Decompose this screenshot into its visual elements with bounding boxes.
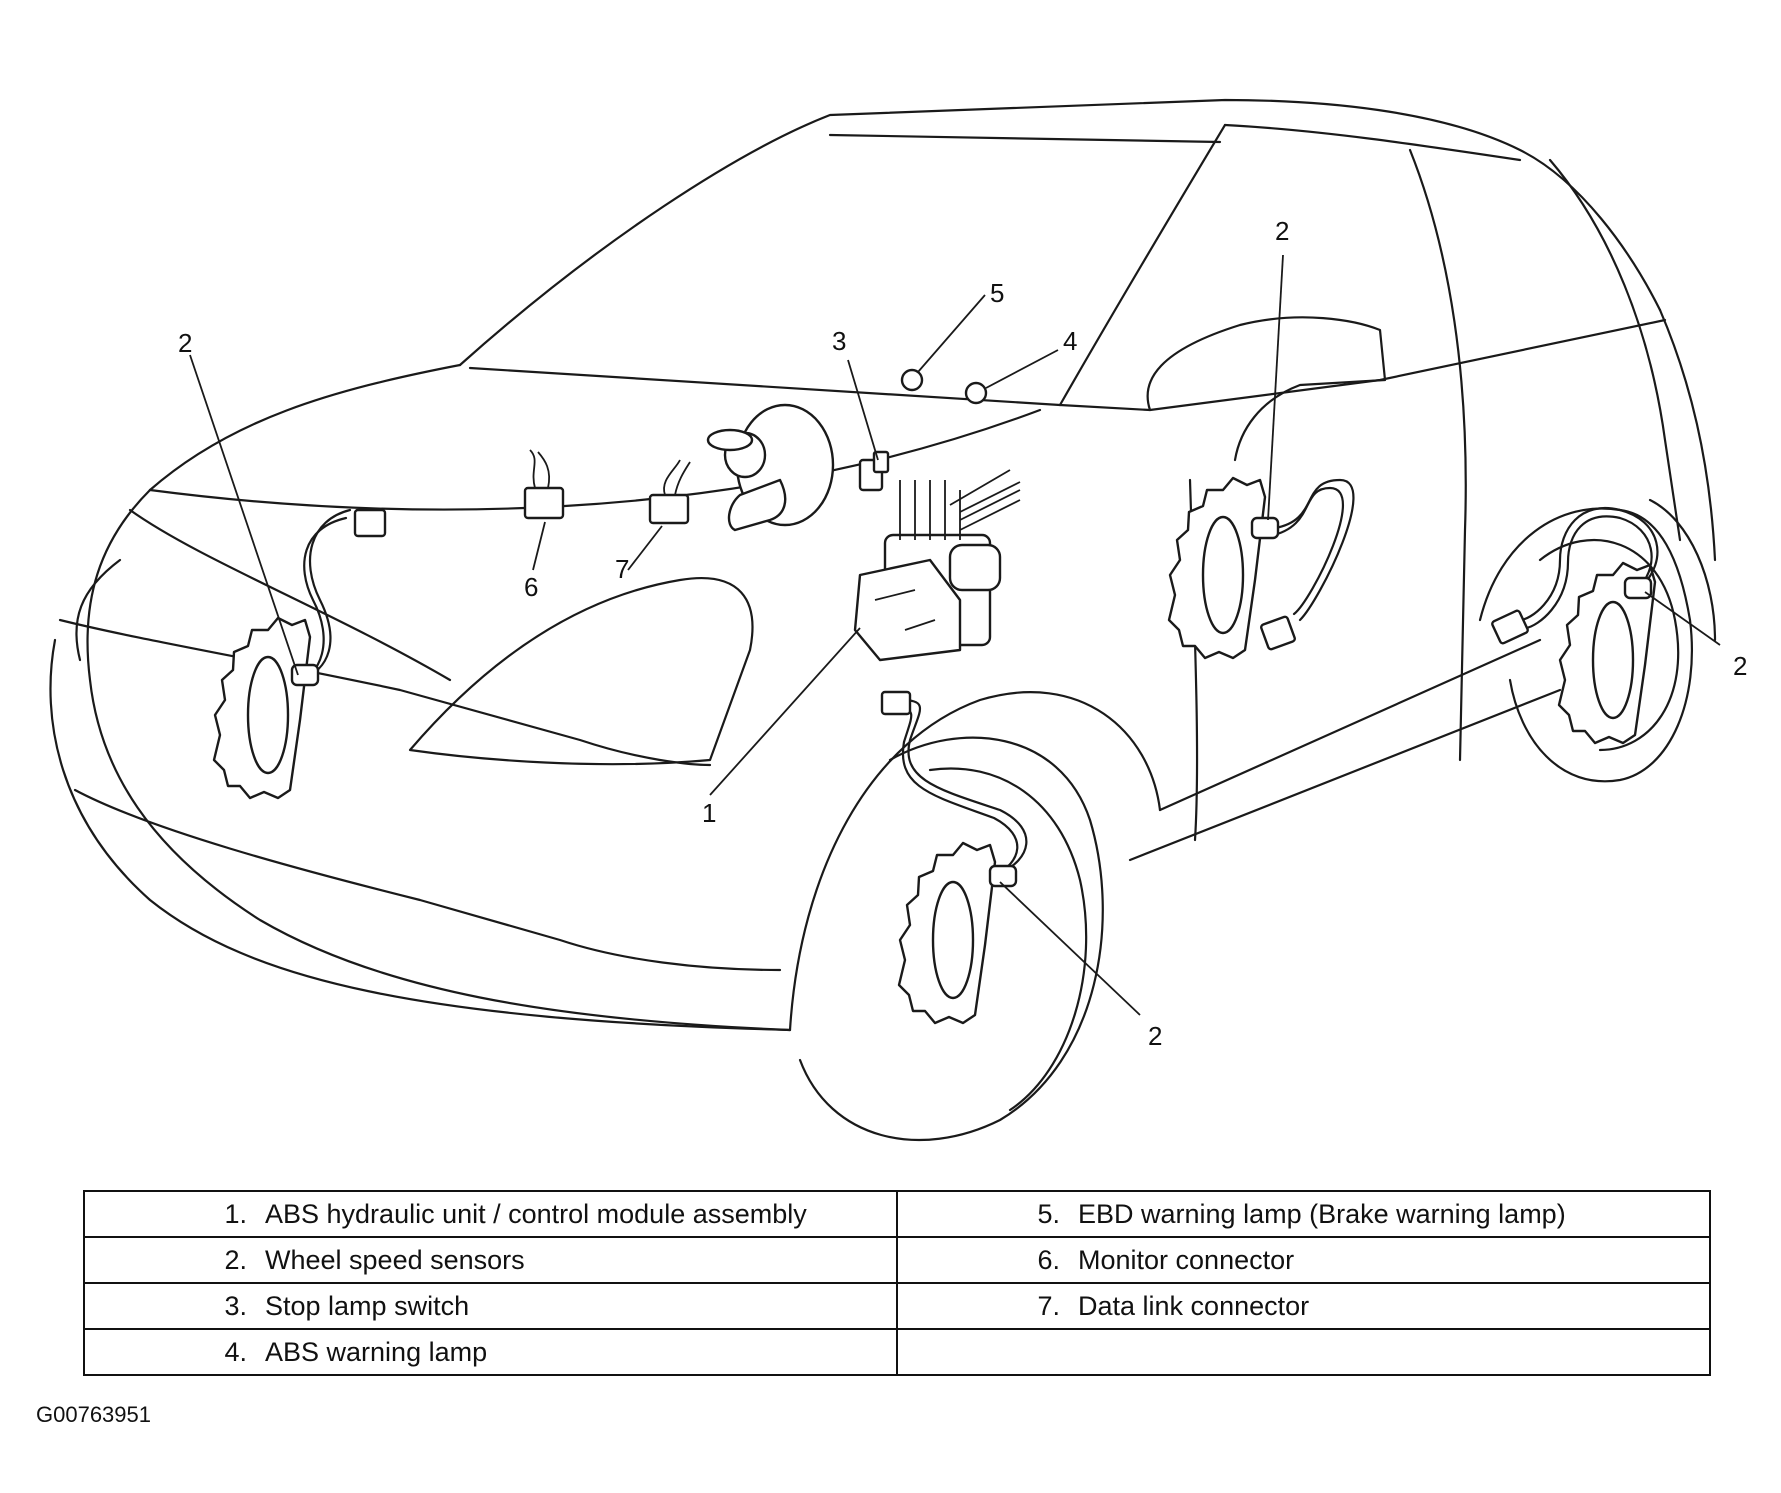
legend-number: 3. bbox=[224, 1290, 247, 1321]
sensor-harness-rear-right bbox=[1491, 507, 1659, 645]
callout-6: 6 bbox=[524, 572, 538, 602]
data-link-connector bbox=[648, 459, 691, 525]
legend-row: 2. Wheel speed sensors 6. Monitor connecto… bbox=[83, 1236, 1711, 1284]
sensor-harness-rear-left bbox=[1250, 478, 1355, 651]
abs-warning-lamp bbox=[964, 381, 988, 405]
legend-description: ABS warning lamp bbox=[265, 1336, 488, 1367]
callout-7: 7 bbox=[615, 554, 629, 584]
legend-number: 7. bbox=[1037, 1290, 1060, 1321]
legend-row: 4. ABS warning lamp bbox=[83, 1328, 1711, 1376]
figure-id: G00763951 bbox=[36, 1402, 151, 1427]
legend-cell: 7. Data link connector bbox=[896, 1282, 1711, 1330]
legend-cell bbox=[896, 1328, 1711, 1376]
legend-number: 4. bbox=[224, 1336, 247, 1367]
legend-number: 1. bbox=[224, 1198, 247, 1229]
tone-ring-front-right bbox=[897, 841, 997, 1025]
monitor-connector bbox=[523, 449, 565, 520]
legend-cell: 2. Wheel speed sensors bbox=[83, 1236, 898, 1284]
callout-1: 1 bbox=[702, 798, 716, 828]
legend-number: 2. bbox=[224, 1244, 247, 1275]
legend-number: 5. bbox=[1037, 1198, 1060, 1229]
legend-row: 3. Stop lamp switch 7. Data link connector bbox=[83, 1282, 1711, 1330]
brake-booster bbox=[706, 403, 835, 532]
legend-description: Data link connector bbox=[1078, 1290, 1310, 1321]
legend-cell: 1. ABS hydraulic unit / control module as… bbox=[83, 1190, 898, 1238]
callout-5: 5 bbox=[990, 278, 1004, 308]
legend-description: Stop lamp switch bbox=[265, 1290, 470, 1321]
callout-2-rear-right: 2 bbox=[1733, 651, 1747, 681]
legend-cell: 3. Stop lamp switch bbox=[83, 1282, 898, 1330]
tone-ring-front-left bbox=[212, 616, 312, 800]
callout-2-rear-left: 2 bbox=[1275, 216, 1289, 246]
vehicle-outline bbox=[49, 98, 1717, 1142]
legend-cell: 5. EBD warning lamp (Brake warning lamp) bbox=[896, 1190, 1711, 1238]
legend-row: 1. ABS hydraulic unit / control module as… bbox=[83, 1190, 1711, 1238]
tone-ring-rear-left bbox=[1167, 476, 1267, 660]
legend-description: ABS hydraulic unit / control module asse… bbox=[265, 1198, 807, 1229]
sensor-harness-front-left bbox=[290, 508, 387, 687]
stop-lamp-switch bbox=[858, 450, 890, 492]
callout-2-front-left: 2 bbox=[178, 328, 192, 358]
callout-4: 4 bbox=[1063, 326, 1077, 356]
ebd-warning-lamp bbox=[900, 368, 924, 392]
abs-component-diagram: 2 2 2 2 1 3 4 5 6 7 bbox=[49, 98, 1747, 1142]
callout-3: 3 bbox=[832, 326, 846, 356]
sensor-harness-front-right bbox=[880, 690, 1028, 888]
legend-cell: 4. ABS warning lamp bbox=[83, 1328, 898, 1376]
leader-lines bbox=[189, 254, 1721, 1016]
legend-number: 6. bbox=[1037, 1244, 1060, 1275]
legend-description: Monitor connector bbox=[1078, 1244, 1295, 1275]
legend-cell: 6. Monitor connector bbox=[896, 1236, 1711, 1284]
abs-hydraulic-unit bbox=[853, 469, 1021, 662]
callout-2-front-right: 2 bbox=[1148, 1021, 1162, 1051]
legend-description: EBD warning lamp (Brake warning lamp) bbox=[1078, 1198, 1566, 1229]
legend-description: Wheel speed sensors bbox=[265, 1244, 525, 1275]
legend-table: 1. ABS hydraulic unit / control module as… bbox=[83, 1190, 1711, 1376]
